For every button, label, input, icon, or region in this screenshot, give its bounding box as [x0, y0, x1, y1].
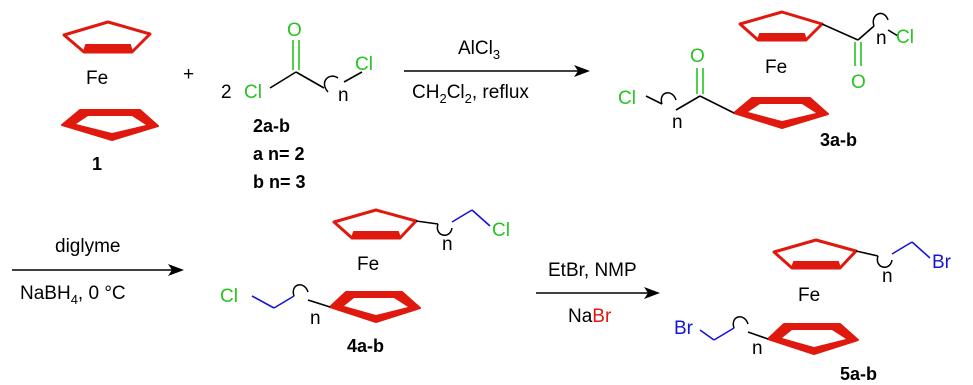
bond	[295, 71, 325, 89]
solvent-diglyme: diglyme	[55, 236, 120, 257]
label-compound-1: 1	[92, 154, 102, 174]
chlorine-atom: Cl	[896, 27, 914, 48]
chlorine-atom: Cl	[618, 88, 636, 109]
label-compound-2b: b n= 3	[253, 172, 306, 192]
cyclopentadienyl-ring-top	[738, 10, 824, 42]
chain-bracket	[292, 284, 309, 297]
bond	[821, 23, 859, 41]
bromine-atom: Br	[932, 252, 952, 273]
cyclopentadienyl-ring-bottom	[767, 323, 859, 355]
reaction-arrow-2	[12, 264, 184, 276]
label-compound-4: 4a-b	[347, 336, 384, 356]
chlorine-atom: Cl	[220, 286, 238, 307]
bond	[273, 295, 295, 309]
subscript-n: n	[338, 85, 349, 106]
bond	[343, 71, 363, 83]
bond	[713, 327, 735, 341]
oxygen-atom: O	[690, 46, 705, 67]
dibromoalkylferrocene-5: Fe n Br n Br	[674, 238, 952, 359]
bond	[911, 241, 931, 259]
bond	[857, 25, 875, 41]
subscript-n: n	[752, 338, 763, 359]
chlorine-atom: Cl	[492, 220, 510, 241]
bond	[415, 220, 439, 225]
solvent-conditions-1: CH2Cl2, reflux	[412, 82, 529, 106]
diacylferrocene-3: Fe O n Cl O n Cl	[618, 10, 914, 133]
bond	[269, 71, 297, 89]
iron-atom: Fe	[357, 254, 379, 275]
bond	[251, 295, 275, 309]
chain-bracket	[436, 223, 453, 236]
iron-atom: Fe	[765, 57, 787, 78]
cyclopentadienyl-ring-top	[332, 208, 418, 240]
chain-bracket	[660, 92, 677, 105]
ferrocene-1: Fe	[61, 20, 159, 141]
label-compound-3: 3a-b	[820, 130, 857, 150]
chain-bracket	[732, 316, 749, 329]
cyclopentadienyl-ring-bottom	[329, 291, 421, 323]
bond	[471, 209, 491, 227]
reaction-arrow-3	[536, 287, 660, 299]
chlorine-atom: Cl	[355, 54, 373, 75]
coefficient: 2	[221, 82, 232, 103]
cyclopentadienyl-ring-bottom	[733, 97, 829, 129]
chain-bracket	[876, 255, 893, 268]
iron-atom: Fe	[86, 68, 108, 89]
reaction-arrow-1	[404, 65, 590, 77]
reagent-alcl3: AlCl3	[458, 38, 500, 62]
chlorine-atom: Cl	[244, 82, 262, 103]
reagent-etbr-nmp: EtBr, NMP	[548, 260, 637, 281]
subscript-n: n	[310, 308, 321, 329]
bond	[451, 209, 473, 223]
reagent-nabr: NaBr	[568, 306, 612, 327]
bromine-atom: Br	[674, 318, 694, 339]
bond	[307, 299, 331, 308]
subscript-n: n	[442, 234, 453, 255]
bond	[699, 95, 735, 114]
subscript-n: n	[672, 112, 683, 133]
chain-bracket	[323, 75, 339, 93]
label-compound-2a: a n= 2	[253, 144, 305, 164]
acyl-chloride-2: 2 Cl O n Cl	[221, 20, 373, 106]
cyclopentadienyl-ring-top	[62, 20, 152, 54]
bond	[887, 29, 899, 37]
plus-sign: +	[183, 64, 194, 85]
subscript-n: n	[876, 28, 887, 49]
dichloroalkylferrocene-4: Fe n Cl n Cl	[220, 208, 510, 329]
bond	[891, 241, 913, 255]
bond	[747, 331, 769, 340]
bond	[699, 329, 715, 341]
label-compound-5: 5a-b	[840, 364, 877, 384]
oxygen-atom: O	[287, 20, 302, 41]
cyclopentadienyl-ring-bottom	[61, 109, 159, 141]
bond	[855, 250, 879, 257]
cyclopentadienyl-ring-top	[772, 238, 858, 270]
bond	[675, 95, 701, 111]
label-compound-2: 2a-b	[253, 116, 290, 136]
subscript-n: n	[882, 266, 893, 287]
reducing-conditions: NaBH4, 0 °C	[20, 283, 126, 307]
oxygen-atom: O	[851, 72, 866, 93]
bond	[645, 95, 663, 105]
iron-atom: Fe	[798, 285, 820, 306]
chain-bracket	[872, 12, 889, 27]
